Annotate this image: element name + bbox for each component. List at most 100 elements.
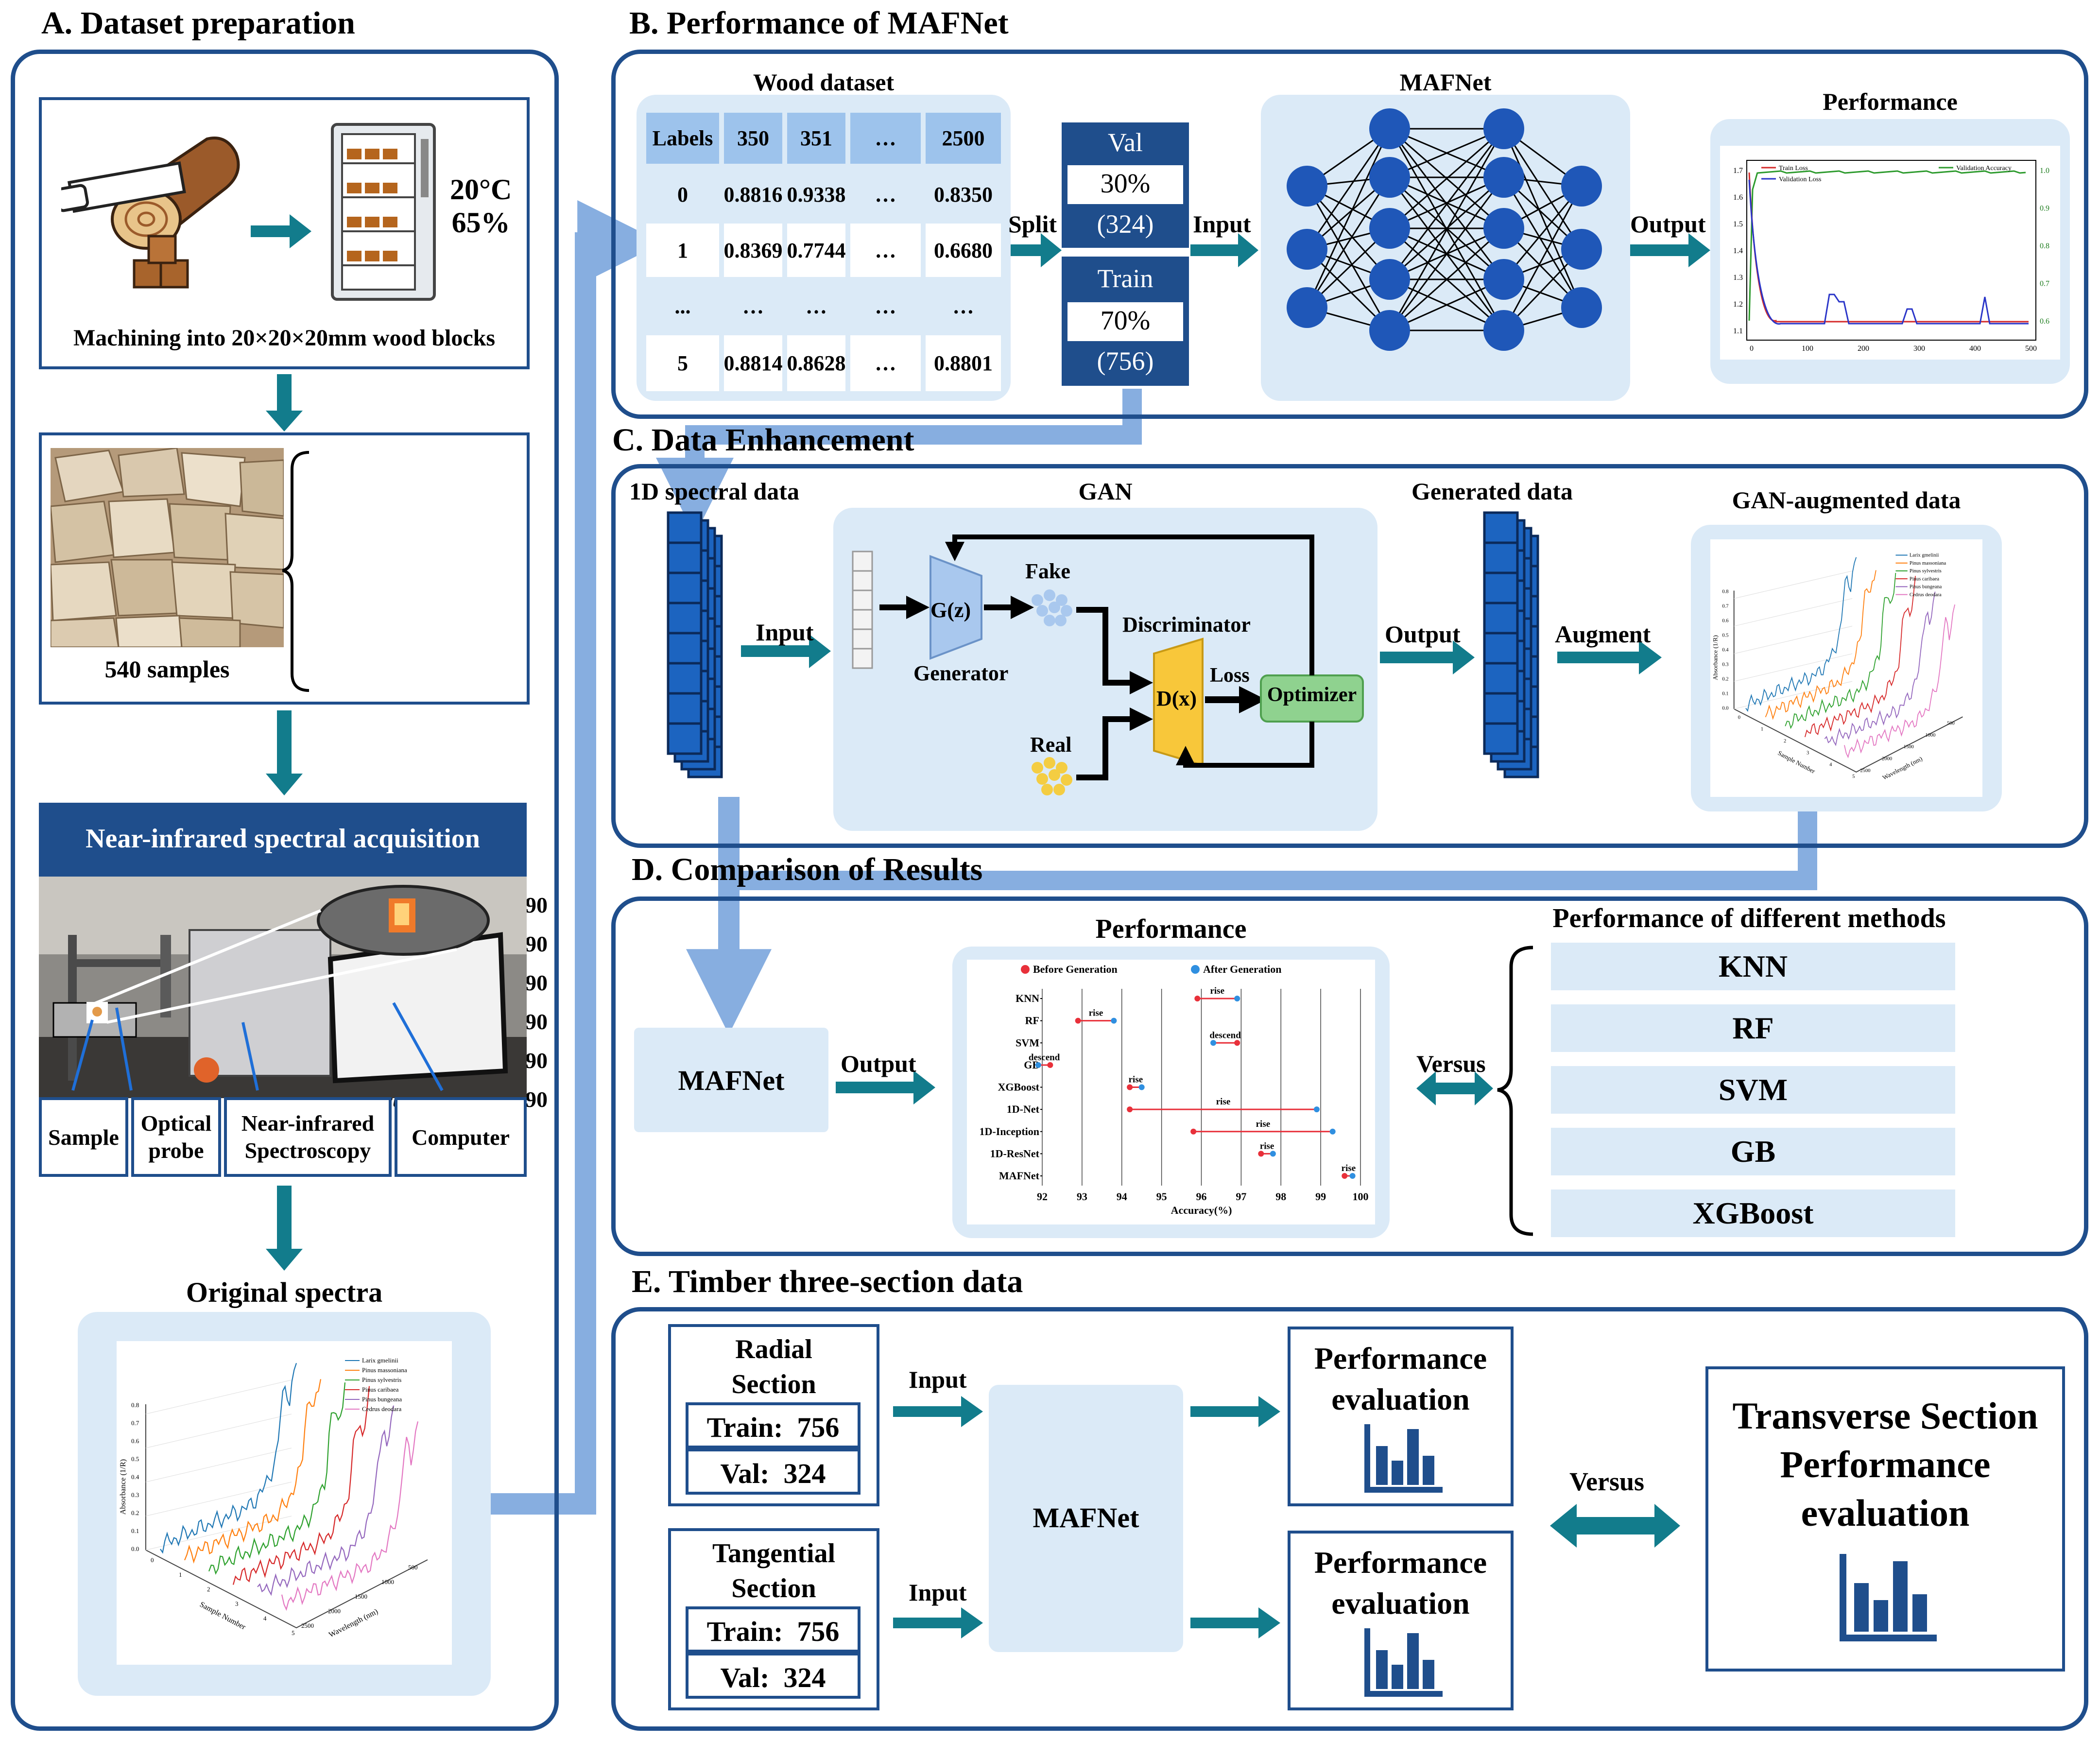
arrow-right-icon [836, 1070, 935, 1104]
data-cell [667, 511, 703, 544]
method-item: GB [1551, 1128, 1955, 1175]
log-saw-icon [61, 137, 240, 289]
table-cell: 5 [646, 335, 719, 391]
mafnet-title-b: MAFNet [1399, 69, 1492, 96]
tangential-val-box: Val: 324 [686, 1653, 861, 1699]
grid-line [1734, 598, 1853, 627]
category-label: 1D-Net [1007, 1103, 1040, 1115]
x-tick: 0 [1750, 345, 1754, 353]
data-cell [667, 692, 703, 725]
legend-entry: Pinus sylvestris [362, 1376, 401, 1383]
z-tick: 0.1 [1722, 691, 1728, 697]
y-tick-left: 1.7 [1733, 167, 1743, 175]
species-count: 90 [525, 1009, 548, 1034]
z-tick: 0.6 [131, 1437, 139, 1445]
radial-train-box: Train: 756 [686, 1402, 861, 1448]
data-cell [667, 541, 703, 574]
arrow-right-icon [251, 214, 311, 248]
x-axis-label: Accuracy(%) [1171, 1204, 1232, 1216]
point-after [1270, 1151, 1276, 1157]
y-tick: 1500 [1904, 744, 1914, 750]
data-cell [1483, 541, 1519, 574]
versus-label-e: Versus [1569, 1467, 1645, 1496]
y-tick: 500 [408, 1564, 418, 1571]
legend-entry: Pinus massoniana [362, 1366, 407, 1374]
legend-entry: Pinus massoniana [1910, 561, 1946, 566]
network-node [1483, 310, 1524, 351]
z-tick: 0.4 [131, 1473, 139, 1481]
double-arrow-icon [1416, 1071, 1493, 1105]
point-after [1349, 1173, 1356, 1179]
data-cell [667, 571, 703, 604]
flow-arrow-a-to-b [488, 200, 663, 1515]
change-annotation: rise [1256, 1119, 1271, 1129]
species-count: 90 [525, 893, 548, 917]
data-cell [1483, 692, 1519, 725]
x-tick: 3 [235, 1600, 239, 1607]
data-cell [1483, 722, 1519, 755]
x-tick: 1 [1761, 727, 1763, 732]
point-after [1313, 1106, 1320, 1113]
nir-photo [39, 877, 527, 1098]
x-tick: 5 [292, 1629, 295, 1637]
point-after [1111, 1017, 1117, 1024]
x-tick: 0 [1738, 715, 1740, 720]
table-header-cell: 350 [724, 113, 782, 164]
x-tick: 100 [1802, 345, 1813, 353]
z-tick: 0.0 [1722, 706, 1728, 711]
point-before [1127, 1084, 1133, 1090]
plot-frame [1746, 160, 2036, 341]
y-tick: 500 [1947, 721, 1955, 726]
change-annotation: rise [1089, 1008, 1103, 1018]
spectrum-series [160, 1362, 297, 1554]
generator-block [930, 555, 982, 660]
val-label: Val [1108, 128, 1143, 157]
mafnet-box-d: MAFNet [634, 1028, 828, 1132]
z-tick: 0.1 [131, 1527, 139, 1534]
spectrum-series [1785, 573, 1896, 729]
network-node [1561, 287, 1602, 328]
legend-entry: Validation Accuracy [1956, 165, 2012, 172]
point-before [1075, 1017, 1081, 1024]
species-count: 90 [525, 1048, 548, 1073]
table-cell: … [850, 168, 921, 221]
z-axis-label: Absorbance (1/R) [1712, 635, 1719, 680]
data-cell [1483, 602, 1519, 635]
arrow-right-icon [1190, 233, 1258, 267]
y-tick: 2500 [301, 1622, 314, 1629]
change-annotation: rise [1216, 1097, 1231, 1107]
table-cell: 0.8369 [724, 224, 783, 277]
x-tick: 3 [1807, 750, 1809, 756]
fake-samples-icon [1032, 589, 1072, 626]
legend-entry: Pinus caribaea [362, 1386, 399, 1393]
grid-line [145, 1448, 292, 1482]
point-after [1210, 1040, 1217, 1046]
legend-entry: Larix gmelinii [1910, 553, 1939, 558]
optimizer-label: Optimizer [1267, 684, 1357, 706]
x-tick: 2 [207, 1586, 210, 1593]
augmented-data-title: GAN-augmented data [1732, 486, 1961, 514]
table-cell: 0.8801 [926, 335, 1001, 391]
input-label-e-radial: Input [909, 1366, 967, 1393]
spectral-data-stack [667, 511, 723, 778]
section-c-frame [611, 464, 2088, 848]
section-d-frame [611, 896, 2088, 1256]
y-tick-left: 1.6 [1733, 193, 1743, 202]
section-b-title: B. Performance of MAFNet [629, 5, 1009, 41]
spectrum-series [257, 1405, 395, 1596]
grid-line [145, 1516, 292, 1551]
table-cell: 1 [646, 224, 719, 277]
table-cell: 0.8814 [724, 335, 783, 391]
performance-title-d: Performance [1095, 914, 1247, 944]
network-node [1369, 208, 1410, 249]
table-cell: … [787, 279, 845, 333]
x-tick: 92 [1037, 1190, 1048, 1203]
output-label-b: Output [1630, 210, 1706, 238]
grid-line [145, 1413, 292, 1448]
species-count: 90 [525, 1087, 548, 1112]
